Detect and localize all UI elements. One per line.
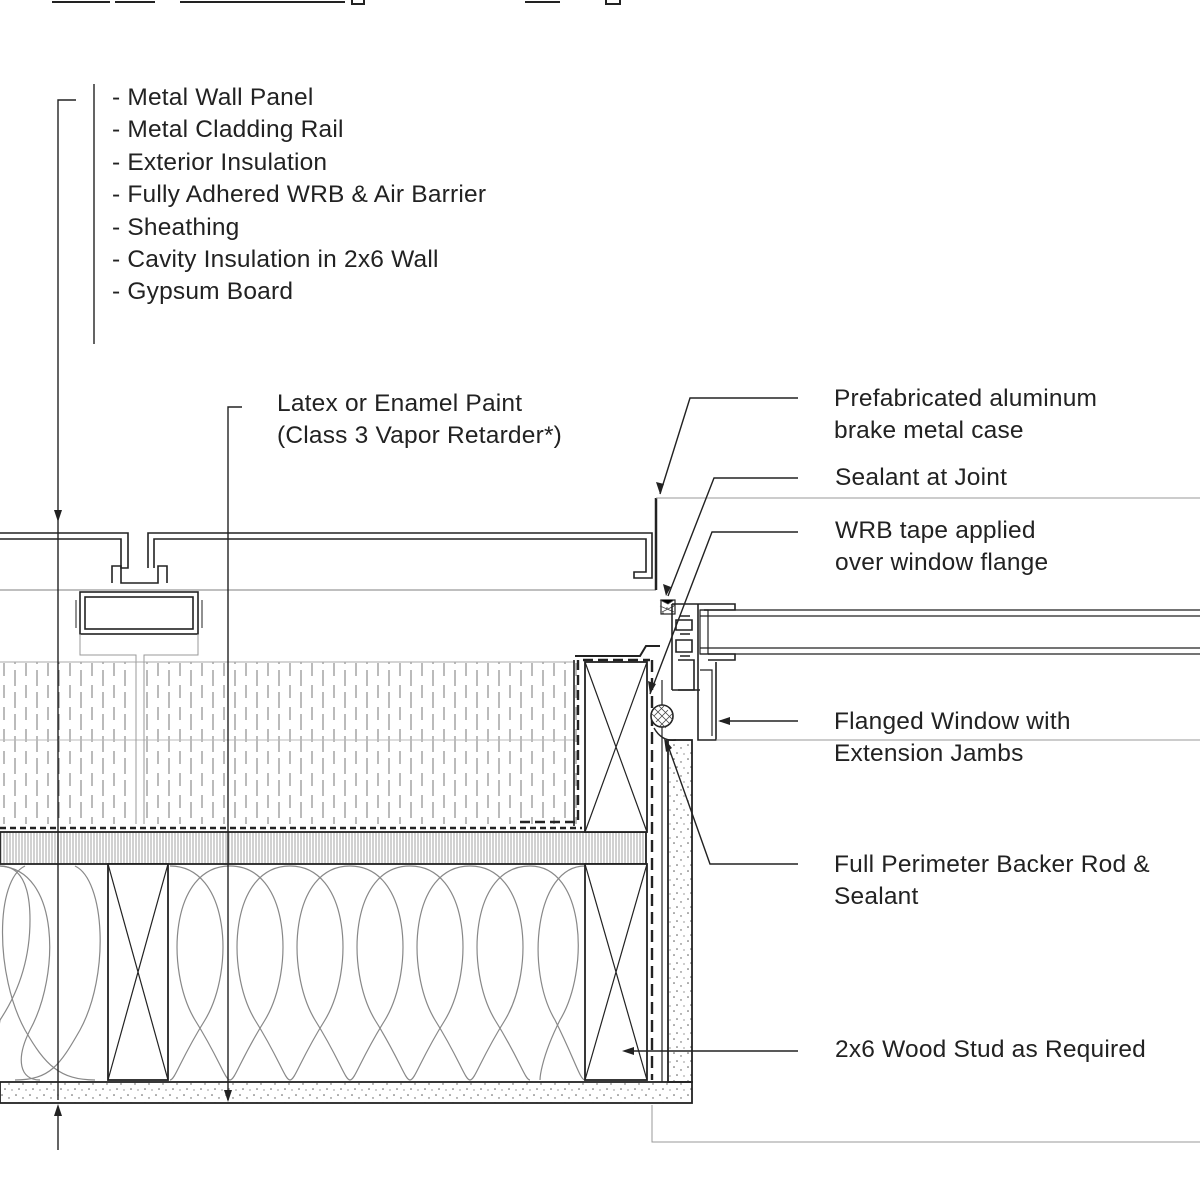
case-label-line2: brake metal case <box>834 417 1024 444</box>
wall-layers-list: - Metal Wall Panel - Metal Cladding Rail… <box>112 82 486 309</box>
wrb-air-barrier <box>0 645 660 830</box>
window-label-line1: Flanged Window with <box>834 708 1071 735</box>
gypsum-board <box>0 739 693 1104</box>
wrb-tape-label-line1: WRB tape applied <box>835 517 1036 544</box>
case-label: Prefabricated aluminum brake metal case <box>834 383 1097 447</box>
stud-label: 2x6 Wood Stud as Required <box>835 1036 1146 1063</box>
leader-paint <box>227 406 242 1100</box>
leader-backer-rod <box>665 739 798 865</box>
metal-cladding-rail <box>75 565 203 662</box>
backer-rod-label: Full Perimeter Backer Rod & Sealant <box>834 849 1150 913</box>
window-label-line2: Extension Jambs <box>834 740 1024 767</box>
case-label-line1: Prefabricated aluminum <box>834 385 1098 412</box>
top-edge-marks <box>52 0 621 5</box>
layer-cavity-insulation: - Cavity Insulation in 2x6 Wall <box>112 246 439 274</box>
backer-rod <box>650 704 677 741</box>
paint-label: Latex or Enamel Paint (Class 3 Vapor Ret… <box>277 388 562 452</box>
window-label: Flanged Window with Extension Jambs <box>834 706 1071 770</box>
leader-lines <box>57 84 1200 1150</box>
sheathing <box>0 831 647 865</box>
flanged-window <box>671 603 1200 741</box>
layer-wrb-air-barrier: - Fully Adhered WRB & Air Barrier <box>112 181 487 209</box>
paint-label-line1: Latex or Enamel Paint <box>277 390 523 417</box>
wrb-tape-label-line2: over window flange <box>835 549 1049 576</box>
exterior-insulation <box>0 662 580 824</box>
leader-wrb-tape <box>649 531 798 695</box>
layer-metal-wall-panel: - Metal Wall Panel <box>112 84 314 111</box>
sealant-joint-label: Sealant at Joint <box>835 464 1008 491</box>
layer-metal-cladding-rail: - Metal Cladding Rail <box>112 116 344 144</box>
dim-line-bottom <box>651 1105 1200 1143</box>
leader-sealant <box>667 477 798 597</box>
wrb-tape-label: WRB tape applied over window flange <box>835 515 1048 579</box>
leader-wall-layers <box>57 99 76 1100</box>
backer-rod-label-line2: Sealant <box>834 883 919 910</box>
wood-stud <box>107 661 648 1081</box>
paint-label-line2: (Class 3 Vapor Retarder*) <box>277 422 563 449</box>
backer-rod-label-line1: Full Perimeter Backer Rod & <box>834 851 1150 878</box>
metal-wall-panel <box>0 497 1200 591</box>
layer-sheathing: - Sheathing <box>112 213 240 241</box>
layer-gypsum-board: - Gypsum Board <box>112 278 294 306</box>
arrowheads <box>54 482 730 1116</box>
leader-case <box>659 397 798 495</box>
layer-exterior-insulation: - Exterior Insulation <box>112 148 328 176</box>
cavity-insulation <box>0 865 586 1081</box>
